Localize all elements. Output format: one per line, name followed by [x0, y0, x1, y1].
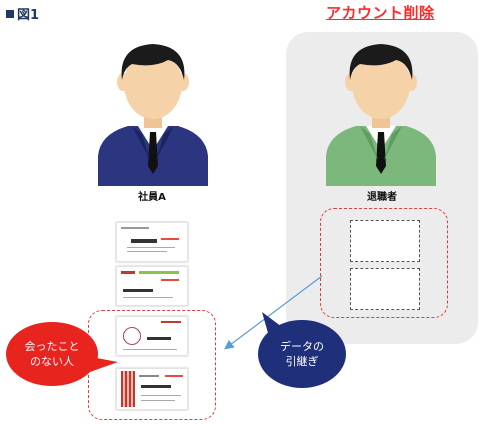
- business-card-icon: [116, 222, 188, 262]
- handover-bubble: データの 引継ぎ: [258, 320, 346, 388]
- business-card-icon: [116, 316, 188, 356]
- unmet-person-text: 会ったこと のない人: [24, 340, 80, 368]
- figure-title: 図1: [6, 4, 39, 23]
- business-card-icon: [116, 266, 188, 306]
- employee-label: 社員A: [138, 192, 166, 203]
- handover-text: データの 引継ぎ: [280, 340, 324, 368]
- square-bullet-icon: [6, 10, 14, 18]
- empty-card-slot: [350, 220, 420, 262]
- business-card-icon: [116, 368, 188, 410]
- retiree-label: 退職者: [367, 192, 397, 203]
- figure-label: 図1: [17, 8, 40, 23]
- account-delete-title: アカウント削除: [326, 4, 435, 22]
- retiree-card-area: [320, 208, 448, 318]
- person-retiree-icon: [326, 44, 436, 186]
- person-employee-icon: [98, 44, 208, 186]
- unmet-person-bubble: 会ったこと のない人: [6, 322, 98, 386]
- empty-card-slot: [350, 268, 420, 310]
